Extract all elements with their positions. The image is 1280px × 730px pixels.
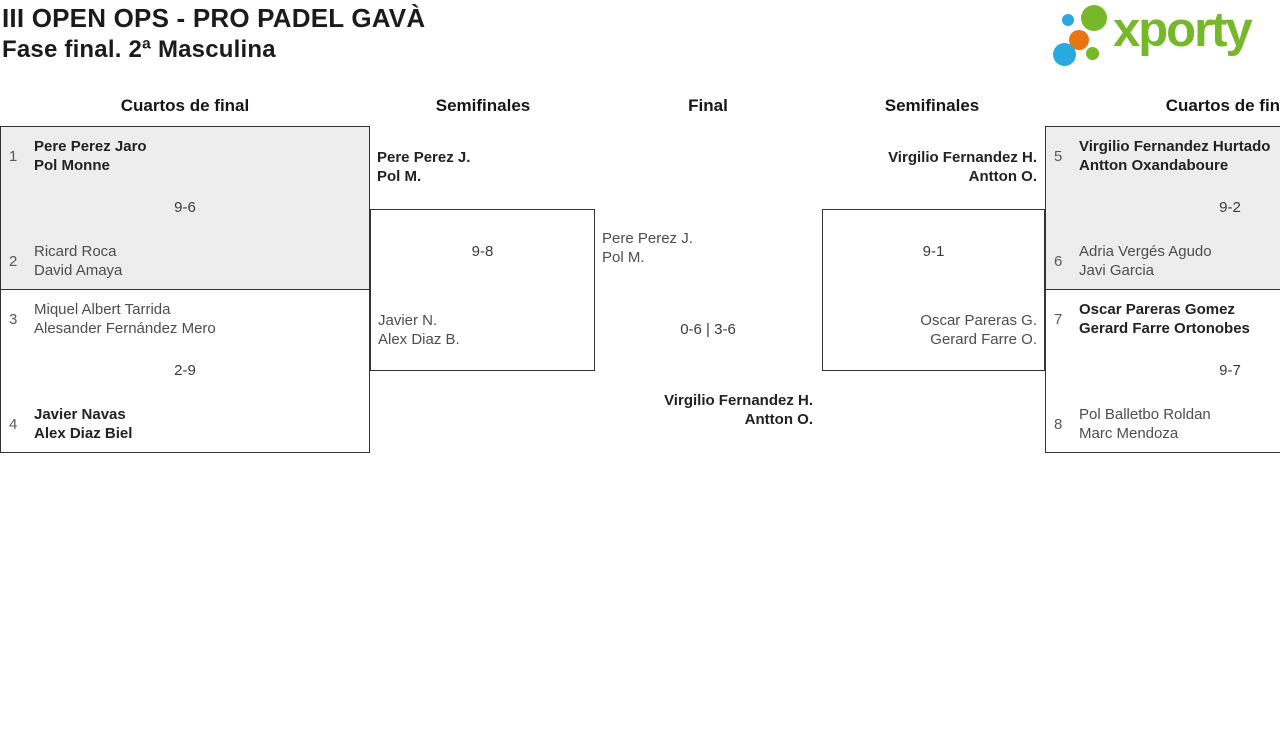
team-row: 7 Oscar Pareras Gomez Gerard Farre Orton… — [1054, 300, 1280, 338]
player-name: Alex Diaz Biel — [34, 425, 133, 442]
seed-number: 3 — [9, 310, 18, 328]
player-name: Gerard Farre Ortonobes — [1079, 320, 1250, 337]
team-row: 2 Ricard Roca David Amaya — [9, 242, 361, 280]
player-name: Pol M. — [602, 249, 645, 266]
round-header-right-semis: Semifinales — [884, 96, 980, 115]
player-name: Ricard Roca — [34, 243, 117, 260]
team-row: Javier N. Alex Diaz B. — [378, 311, 587, 349]
team-names: Pol Balletbo Roldan Marc Mendoza — [1079, 405, 1211, 443]
player-name: Javier Navas — [34, 406, 126, 423]
player-name: Antton O. — [968, 168, 1037, 185]
player-name: Virgilio Fernandez H. — [664, 392, 813, 409]
team-names: Javier Navas Alex Diaz Biel — [34, 405, 132, 443]
logo-wordmark: xporty — [1113, 3, 1253, 57]
player-name: Gerard Farre O. — [930, 331, 1037, 348]
team-names: Javier N. Alex Diaz B. — [378, 311, 460, 349]
final-top-team: Pere Perez J. Pol M. — [602, 229, 693, 267]
team-names: Pere Perez Jaro Pol Monne — [34, 137, 147, 175]
team-row: 6 Adria Vergés Agudo Javi Garcia — [1054, 242, 1280, 280]
player-name: Virgilio Fernandez H. — [888, 149, 1037, 166]
match-score: 9-7 — [1219, 362, 1241, 379]
team-row: 1 Pere Perez Jaro Pol Monne — [9, 137, 361, 175]
semifinal1-top-team: Pere Perez J. Pol M. — [377, 148, 470, 186]
round-header-left-semis: Semifinales — [435, 96, 531, 115]
match-score: 2-9 — [174, 362, 196, 379]
seed-number: 8 — [1054, 415, 1063, 433]
team-names: Pere Perez J. Pol M. — [602, 229, 693, 267]
final-bottom-team: Virgilio Fernandez H. Antton O. — [613, 391, 813, 429]
match-box-qf1: 1 Pere Perez Jaro Pol Monne 9-6 2 Ricard… — [0, 126, 370, 290]
final-score: 0-6 | 3-6 — [680, 321, 736, 338]
team-names: Virgilio Fernandez H. Antton O. — [613, 391, 813, 429]
seed-number: 5 — [1054, 147, 1063, 165]
match-box-qf2: 3 Miquel Albert Tarrida Alesander Fernán… — [0, 289, 370, 453]
team-row: Oscar Pareras G. Gerard Farre O. — [830, 311, 1037, 349]
seed-number: 4 — [9, 415, 18, 433]
team-names: Pere Perez J. Pol M. — [377, 148, 470, 186]
player-name: Pol M. — [377, 168, 422, 185]
team-row: 3 Miquel Albert Tarrida Alesander Fernán… — [9, 300, 361, 338]
player-name: Pol Monne — [34, 157, 110, 174]
team-names: Oscar Pareras Gomez Gerard Farre Ortonob… — [1079, 300, 1250, 338]
player-name: Marc Mendoza — [1079, 425, 1179, 442]
round-header-right-quarters: Cuartos de final — [1165, 96, 1280, 115]
player-name: Oscar Pareras G. — [920, 312, 1037, 329]
match-box-qf4: 7 Oscar Pareras Gomez Gerard Farre Orton… — [1045, 289, 1280, 453]
player-name: Antton Oxandaboure — [1079, 157, 1229, 174]
player-name: Oscar Pareras Gomez — [1079, 301, 1235, 318]
logo-dot-blue-large-icon — [1053, 43, 1076, 66]
match-box-sf2: 9-1 Oscar Pareras G. Gerard Farre O. — [822, 209, 1045, 371]
team-names: Oscar Pareras G. Gerard Farre O. — [920, 311, 1037, 349]
match-box-sf1: 9-8 Javier N. Alex Diaz B. — [370, 209, 595, 371]
seed-number: 2 — [9, 252, 18, 270]
player-name: Alesander Fernández Mero — [34, 320, 216, 337]
player-name: Pere Perez Jaro — [34, 138, 147, 155]
player-name: Alex Diaz B. — [378, 331, 460, 348]
player-name: Antton O. — [744, 411, 813, 428]
logo-dot-green-large-icon — [1081, 5, 1107, 31]
semifinal2-top-team: Virgilio Fernandez H. Antton O. — [822, 148, 1037, 186]
team-names: Adria Vergés Agudo Javi Garcia — [1079, 242, 1212, 280]
xporty-logo[interactable]: xporty — [1048, 2, 1278, 70]
match-score: 9-6 — [174, 199, 196, 216]
player-name: Pere Perez J. — [377, 149, 471, 166]
player-name: Virgilio Fernandez Hurtado — [1079, 138, 1271, 155]
player-name: David Amaya — [34, 262, 123, 279]
seed-number: 1 — [9, 147, 18, 165]
team-row: 4 Javier Navas Alex Diaz Biel — [9, 405, 361, 443]
seed-number: 6 — [1054, 252, 1063, 270]
player-name: Javier N. — [378, 312, 438, 329]
team-names: Ricard Roca David Amaya — [34, 242, 122, 280]
round-header-final: Final — [688, 96, 728, 115]
team-names: Virgilio Fernandez H. Antton O. — [822, 148, 1037, 186]
player-name: Adria Vergés Agudo — [1079, 243, 1212, 260]
seed-number: 7 — [1054, 310, 1063, 328]
match-score: 9-8 — [471, 243, 494, 260]
round-header-left-quarters: Cuartos de final — [120, 96, 250, 115]
player-name: Javi Garcia — [1079, 262, 1155, 279]
team-names: Virgilio Fernandez Hurtado Antton Oxanda… — [1079, 137, 1270, 175]
logo-dot-blue-small-icon — [1062, 14, 1074, 26]
match-box-qf3: 5 Virgilio Fernandez Hurtado Antton Oxan… — [1045, 126, 1280, 290]
player-name: Pere Perez J. — [602, 230, 693, 247]
logo-dot-orange-icon — [1069, 30, 1089, 50]
team-names: Miquel Albert Tarrida Alesander Fernánde… — [34, 300, 216, 338]
page-title: III OPEN OPS - PRO PADEL GAVÀ — [2, 3, 426, 33]
player-name: Pol Balletbo Roldan — [1079, 406, 1211, 423]
logo-dot-green-small-icon — [1086, 47, 1099, 60]
team-row: 5 Virgilio Fernandez Hurtado Antton Oxan… — [1054, 137, 1280, 175]
player-name: Miquel Albert Tarrida — [34, 301, 171, 318]
team-row: 8 Pol Balletbo Roldan Marc Mendoza — [1054, 405, 1280, 443]
match-score: 9-1 — [922, 243, 945, 260]
match-score: 9-2 — [1219, 199, 1241, 216]
page-subtitle: Fase final. 2ª Masculina — [2, 36, 276, 63]
